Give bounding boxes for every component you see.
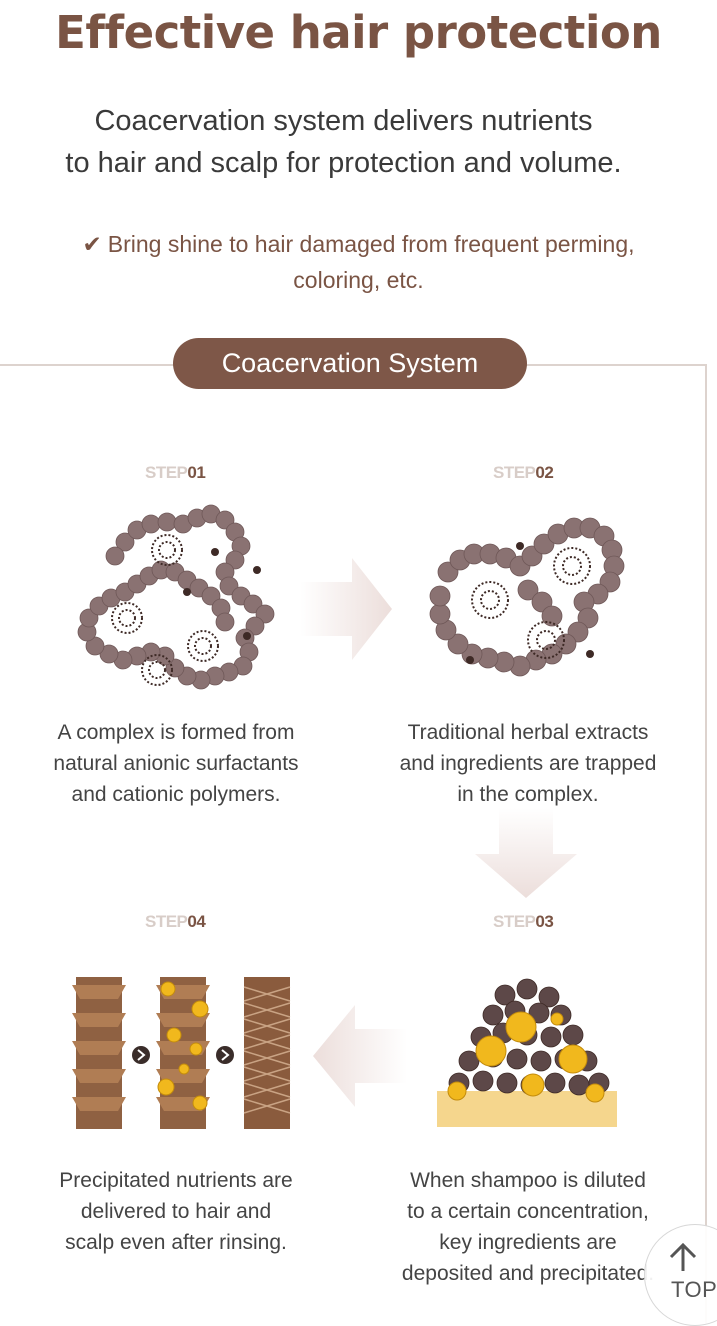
arrow-up-icon	[669, 1242, 697, 1271]
arrow-right-icon	[300, 558, 392, 660]
surfactant-illustration	[183, 548, 261, 640]
top-button-label: TOP	[671, 1277, 717, 1302]
step-04-label: STEP04	[145, 912, 206, 931]
damaged-hair-illustration	[72, 977, 126, 1129]
nutrient-droplet-illustration	[447, 1011, 605, 1103]
step-02-label: STEP02	[493, 463, 554, 482]
step-01-complex-illustration	[77, 504, 275, 690]
chevron-right-icon	[132, 1046, 150, 1064]
page-title: Effective hair protection	[55, 6, 662, 59]
subtitle-line-1: Coacervation system delivers nutrients	[94, 105, 593, 137]
checkmark-icon: ✔	[82, 231, 102, 257]
step-01-label: STEP01	[145, 463, 206, 482]
arrow-left-icon	[313, 1005, 407, 1107]
polymer-chain-illustration	[77, 504, 275, 690]
surfactant-illustration	[466, 542, 594, 664]
benefit-line-1: Bring shine to hair damaged from frequen…	[107, 231, 635, 257]
benefit-text: ✔Bring shine to hair damaged from freque…	[0, 226, 717, 298]
subtitle-line-2: to hair and scalp for protection and vol…	[65, 147, 622, 179]
step-02-complex-illustration	[429, 517, 625, 677]
polymer-chain-illustration	[429, 517, 625, 677]
step-03-precipitate-illustration	[437, 978, 617, 1127]
micelle-illustration	[111, 534, 219, 686]
arrow-down-icon	[475, 808, 577, 898]
step-04-hair-illustration	[72, 977, 291, 1129]
chevron-right-icon	[216, 1046, 234, 1064]
step-03-label: STEP03	[493, 912, 554, 931]
micelle-illustration	[471, 547, 591, 659]
page-subtitle: Coacervation system delivers nutrients t…	[0, 100, 687, 184]
benefit-line-2: coloring, etc.	[293, 267, 424, 293]
nourished-hair-illustration	[156, 977, 210, 1129]
healthy-hair-illustration	[243, 977, 291, 1129]
coacervation-system-label: Coacervation System	[173, 338, 527, 389]
